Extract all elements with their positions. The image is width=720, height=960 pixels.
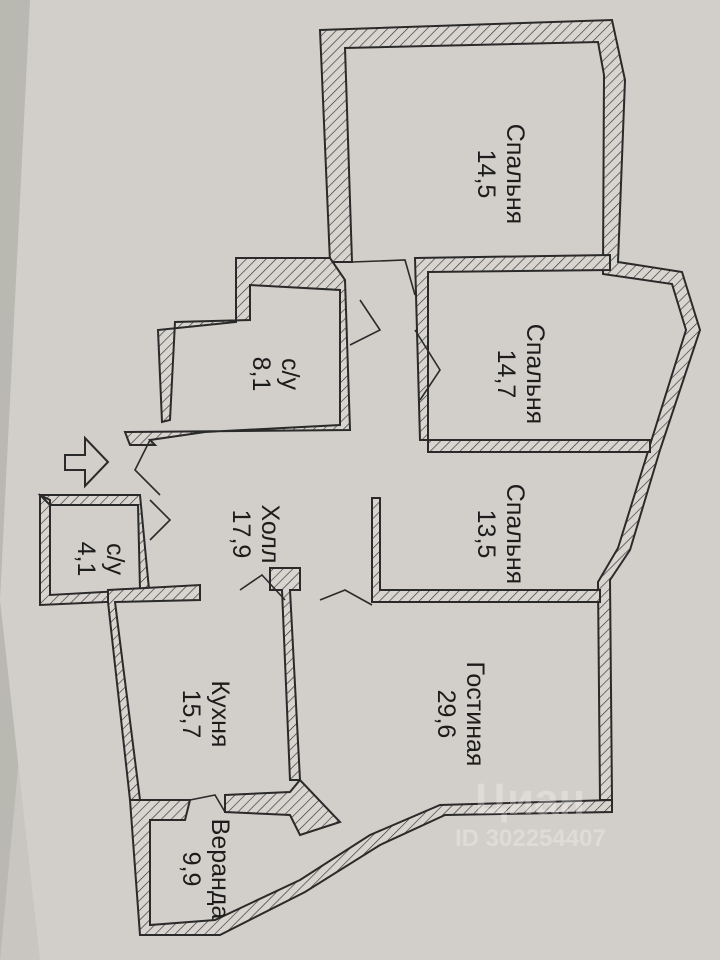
room-bedroom-1: Спальня 14,5 [471,119,529,229]
room-hall: Холл 17,9 [226,499,284,569]
room-bedroom-2: Спальня 14,7 [491,319,549,429]
room-name: Кухня [206,680,234,748]
room-bedroom-3: Спальня 13,5 [471,479,529,589]
room-bathroom-2: с/у 4,1 [71,529,129,589]
room-kitchen: Кухня 15,7 [176,674,234,754]
watermark: Циан ID 302254407 [455,775,606,853]
room-name: Гостиная [461,661,489,767]
room-name: Веранда [206,818,234,920]
doors [134,259,441,813]
watermark-logo: Циан [475,775,586,824]
room-area: 14,7 [492,349,520,399]
room-living: Гостиная 29,6 [431,654,489,774]
room-name: Холл [256,504,284,564]
room-area: 17,9 [227,509,255,559]
room-veranda: Веранда 9,9 [176,814,234,924]
room-name: Спальня [501,123,529,225]
walls [37,18,702,936]
entry-arrow-icon [64,435,110,489]
room-name: с/у [101,543,129,575]
room-name: Спальня [501,483,529,585]
room-area: 15,7 [177,689,205,739]
room-area: 4,1 [72,541,100,577]
room-area: 14,5 [472,149,500,199]
room-name: с/у [276,358,304,390]
room-area: 9,9 [177,851,205,887]
room-area: 29,6 [432,689,460,739]
room-bathroom-1: с/у 8,1 [246,344,304,404]
room-area: 13,5 [472,509,500,559]
watermark-id: ID 302254407 [455,825,606,852]
room-area: 8,1 [247,356,275,392]
room-name: Спальня [521,323,549,425]
